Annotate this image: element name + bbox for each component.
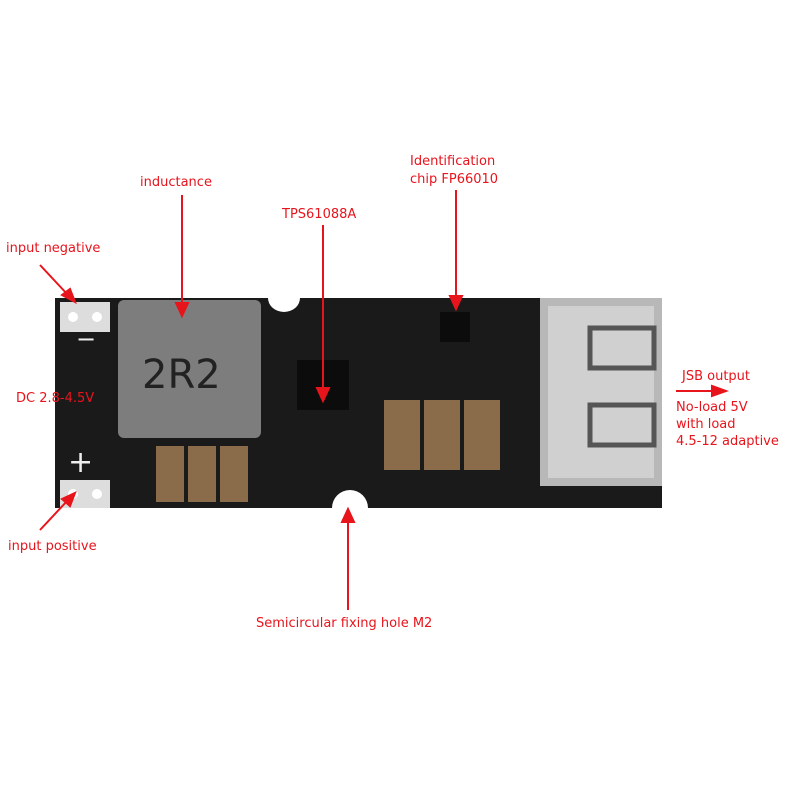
inductance-label: inductance [140, 175, 212, 190]
input-positive-label: input positive [8, 539, 97, 554]
usb-output-label: JSB output [682, 369, 751, 384]
annotation-arrows [39, 190, 729, 610]
minus-sign: − [76, 325, 96, 353]
inductor-marking: 2R2 [142, 352, 221, 398]
ic-label: TPS61088A [282, 207, 357, 222]
pcb-board: − + 2R2 [55, 298, 662, 508]
fp66010-chip [440, 312, 470, 342]
plus-sign: + [68, 445, 93, 480]
usb-port [540, 298, 662, 486]
id-chip-label-line1: Identification [410, 154, 496, 169]
adaptive-label: 4.5-12 adaptive [676, 434, 779, 449]
with-load-label: with load [676, 417, 736, 432]
fixing-hole-label: Semicircular fixing hole M2 [256, 616, 433, 631]
id-chip-label-line2: chip FP66010 [410, 172, 499, 187]
inductor [118, 300, 261, 438]
no-load-label: No-load 5V [676, 400, 748, 415]
dc-range-label: DC 2.8-4.5V [16, 391, 95, 406]
capacitors [156, 400, 500, 502]
input-negative-label: input negative [6, 241, 101, 256]
